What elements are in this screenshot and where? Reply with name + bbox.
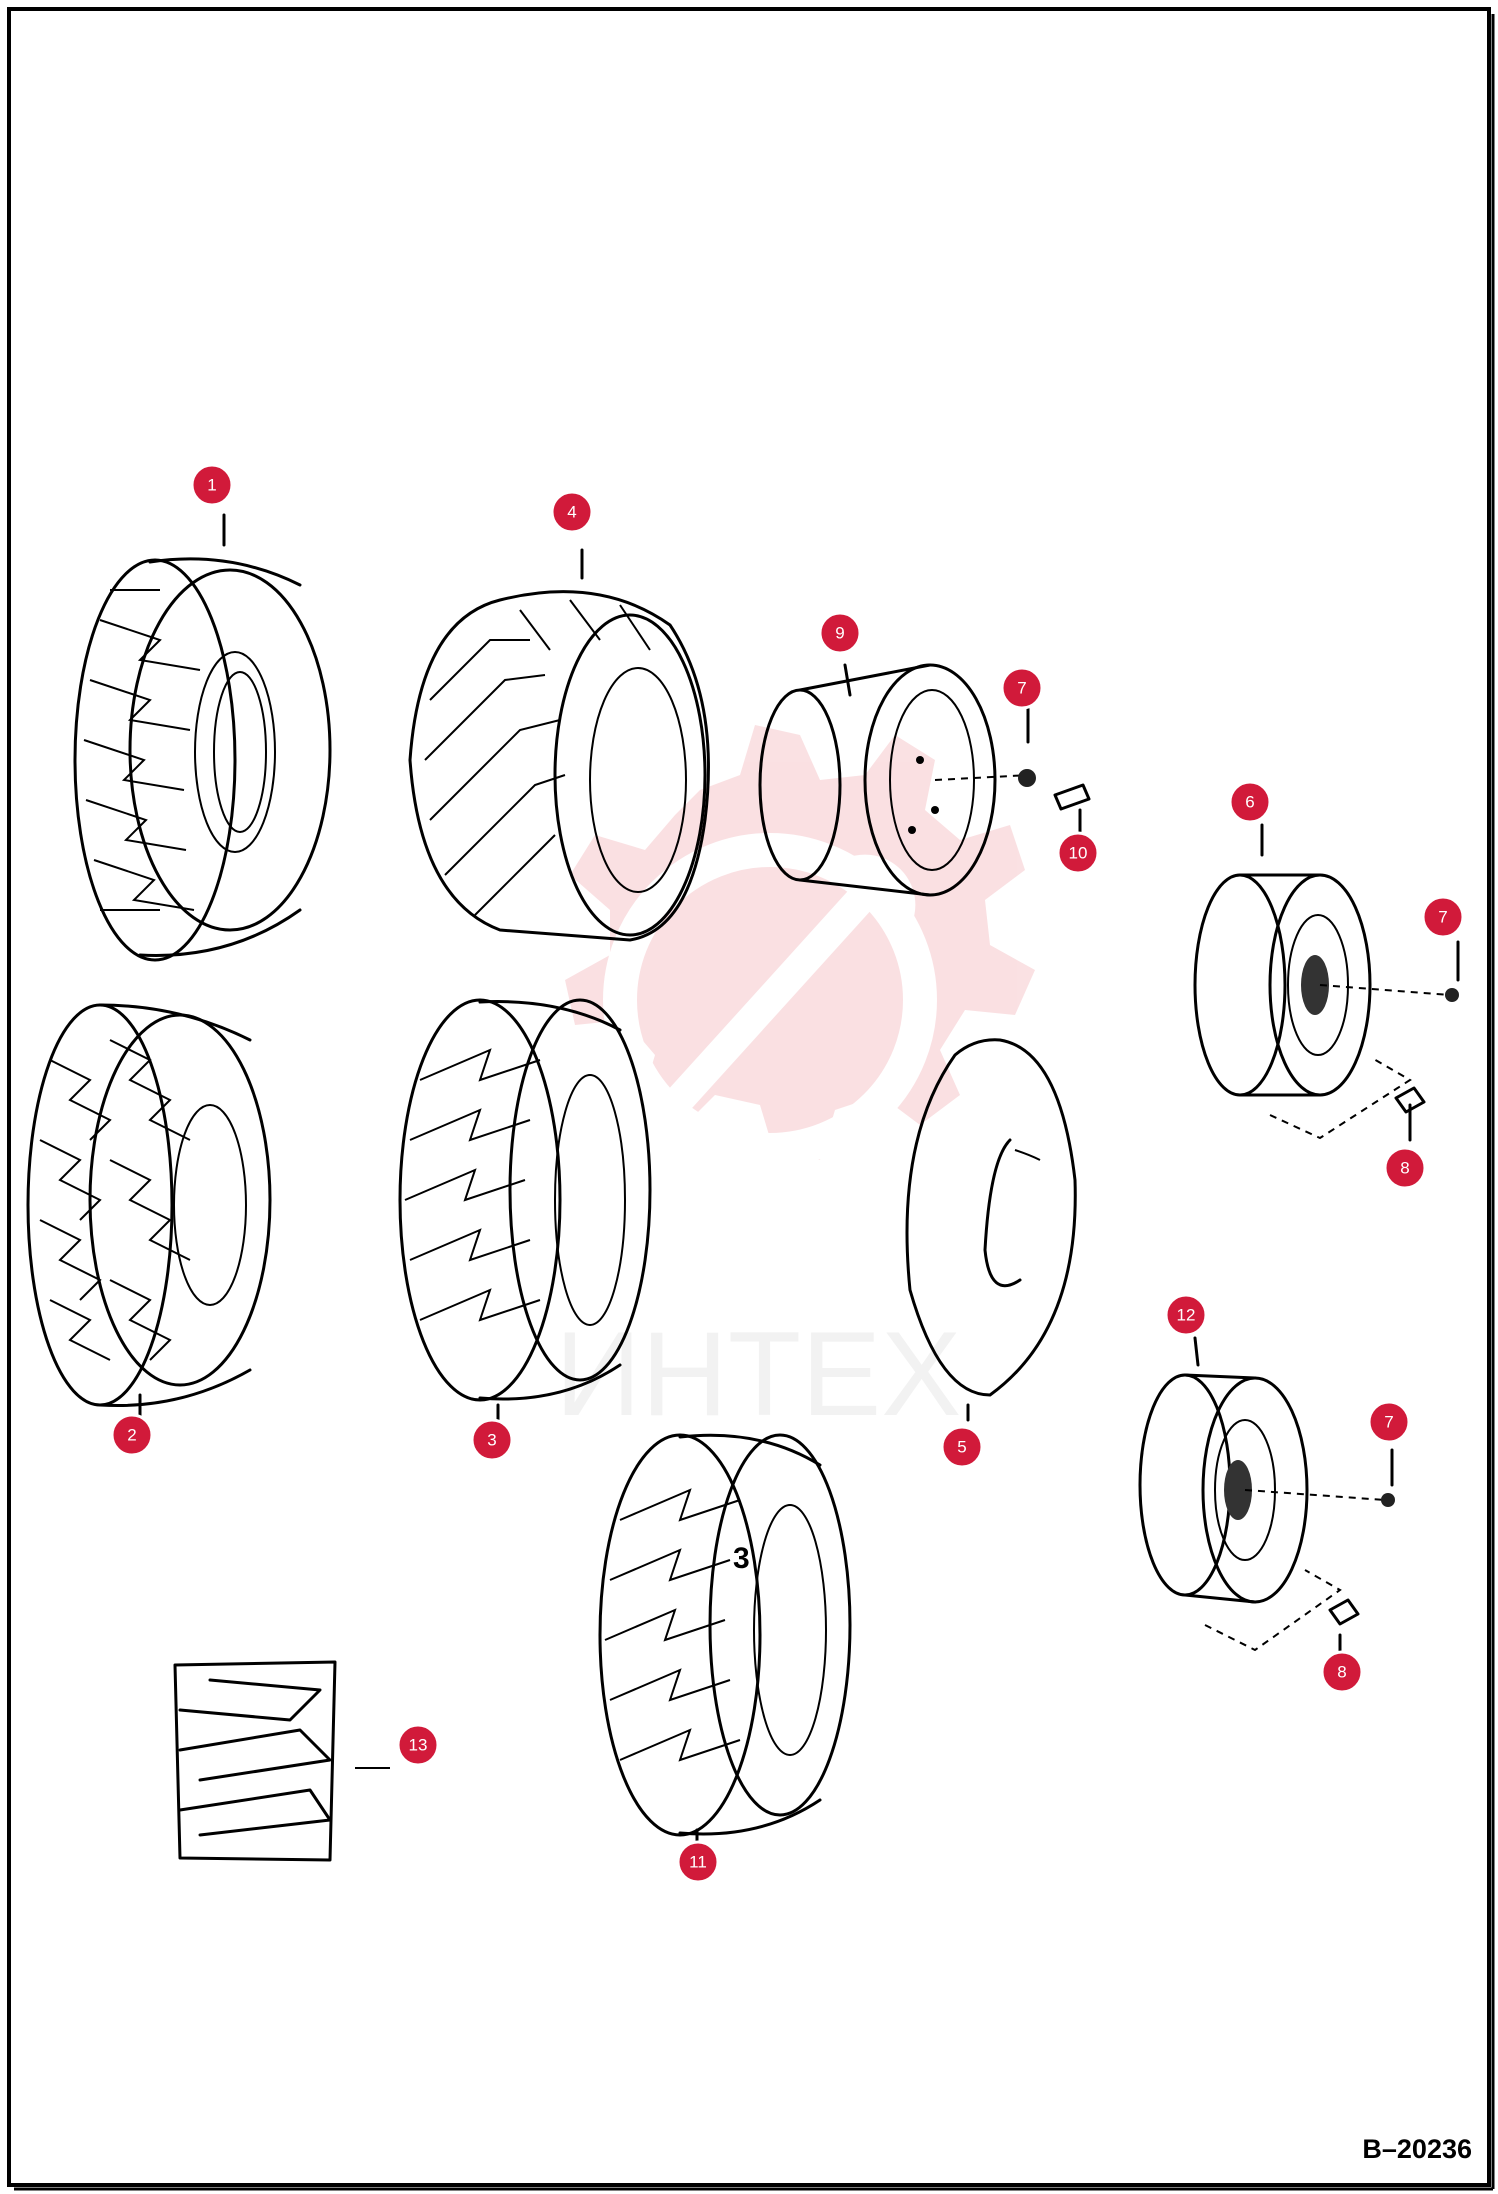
callout-2[interactable]: 2 — [110, 1413, 154, 1457]
callout-3[interactable]: 3 — [470, 1418, 514, 1462]
svg-text:12: 12 — [1177, 1306, 1196, 1325]
tire-part-4 — [408, 590, 710, 942]
svg-text:11: 11 — [689, 1853, 707, 1872]
svg-text:2: 2 — [127, 1426, 136, 1445]
callout-1[interactable]: 1 — [190, 463, 234, 507]
tire-part-3 — [398, 998, 652, 1402]
svg-text:7: 7 — [1384, 1413, 1393, 1432]
callout-13[interactable]: 13 — [396, 1723, 440, 1767]
wheel-part-12 — [1138, 1373, 1395, 1652]
svg-text:1: 1 — [207, 476, 216, 495]
watermark-logo: ИНТЕХ — [555, 725, 1035, 1441]
tread-part-13 — [173, 1660, 390, 1862]
callout-7c[interactable]: 7 — [1367, 1400, 1411, 1444]
svg-text:3: 3 — [487, 1431, 496, 1450]
rim-part-9 — [758, 663, 997, 897]
callout-8a[interactable]: 8 — [1383, 1146, 1427, 1190]
tire-part-11: 3 — [598, 1433, 852, 1837]
wheel-part-6 — [1193, 873, 1459, 1140]
callout-5[interactable]: 5 — [940, 1425, 984, 1469]
stud-part-10 — [1053, 783, 1091, 811]
svg-text:8: 8 — [1400, 1159, 1409, 1178]
tube-part-5 — [905, 1038, 1077, 1397]
svg-text:4: 4 — [567, 503, 576, 522]
diagram-frame — [7, 7, 1491, 2187]
nut-part-7a — [934, 769, 1036, 787]
drawing-id: B–20236 — [1362, 2134, 1472, 2164]
svg-text:7: 7 — [1017, 679, 1026, 698]
svg-text:6: 6 — [1245, 793, 1254, 812]
svg-text:13: 13 — [409, 1736, 428, 1755]
callout-9[interactable]: 9 — [818, 611, 862, 655]
watermark-text: ИНТЕХ — [555, 1307, 961, 1441]
svg-text:10: 10 — [1069, 844, 1088, 863]
watermark-wrench — [658, 854, 916, 1121]
tire-part-2 — [26, 1003, 272, 1408]
callout-7a[interactable]: 7 — [1000, 666, 1044, 710]
svg-text:8: 8 — [1337, 1663, 1346, 1682]
callout-6[interactable]: 6 — [1228, 780, 1272, 824]
svg-text:9: 9 — [835, 624, 844, 643]
callout-12[interactable]: 12 — [1164, 1293, 1208, 1337]
callout-10[interactable]: 10 — [1056, 831, 1100, 875]
svg-text:5: 5 — [957, 1438, 966, 1457]
svg-text:7: 7 — [1438, 908, 1447, 927]
callout-8b[interactable]: 8 — [1320, 1650, 1364, 1694]
leader-lines — [138, 513, 1460, 1847]
callout-7b[interactable]: 7 — [1421, 895, 1465, 939]
callout-4[interactable]: 4 — [550, 490, 594, 534]
tire-11-number: 3 — [733, 1542, 750, 1575]
tire-part-1 — [73, 557, 332, 962]
callout-11[interactable]: 11 — [676, 1840, 720, 1884]
